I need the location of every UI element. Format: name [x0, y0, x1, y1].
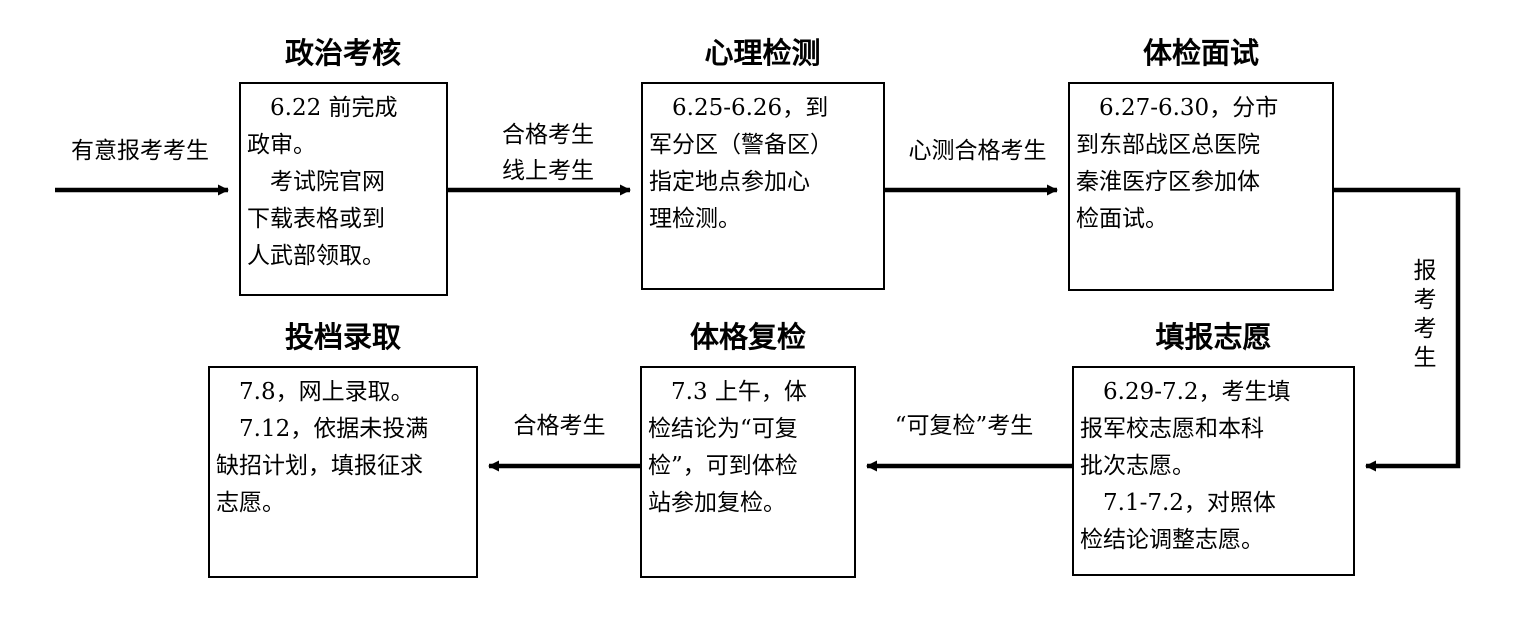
node-body-fill-application: 6.29-7.2，考生填 报军校志愿和本科 批次志愿。 7.1-7.2，对照体 …	[1080, 379, 1291, 553]
edge-label-qualified-candidates: 合格考生	[513, 413, 606, 439]
node-political-review: 6.22 前完成 政审。 考试院官网 下载表格或到 人武部领取。	[239, 82, 448, 296]
node-title-physical-exam-interview: 体检面试	[1142, 36, 1259, 70]
node-title-physical-recheck: 体格复检	[689, 320, 806, 354]
node-body-admission-enrollment: 7.8，网上录取。 7.12，依据未投满 缺招计划，填报征求 志愿。	[216, 379, 429, 516]
node-title-political-review: 政治考核	[284, 36, 401, 70]
node-psychological-test: 6.25-6.26，到 军分区（警备区） 指定地点参加心 理检测。	[641, 82, 885, 290]
node-title-psychological-test: 心理检测	[704, 36, 821, 70]
edge-label-applicant-candidates: 报考考生	[1409, 258, 1435, 374]
edge-label-recheckable-candidates: “可复检”考生	[894, 413, 1034, 439]
node-body-physical-recheck: 7.3 上午，体 检结论为“可复 检”，可到体检 站参加复检。	[648, 379, 807, 516]
node-physical-exam-interview: 6.27-6.30，分市 到东部战区总医院 秦淮医疗区参加体 检面试。	[1068, 82, 1334, 291]
node-title-admission-enrollment: 投档录取	[284, 320, 401, 354]
node-body-physical-exam-interview: 6.27-6.30，分市 到东部战区总医院 秦淮医疗区参加体 检面试。	[1076, 95, 1279, 232]
edge-label-intent-candidates: 有意报考考生	[71, 138, 209, 164]
node-admission-enrollment: 7.8，网上录取。 7.12，依据未投满 缺招计划，填报征求 志愿。	[208, 366, 478, 578]
edge-label-psych-qualified: 心测合格考生	[908, 138, 1047, 164]
node-physical-recheck: 7.3 上午，体 检结论为“可复 检”，可到体检 站参加复检。	[640, 366, 856, 578]
node-body-psychological-test: 6.25-6.26，到 军分区（警备区） 指定地点参加心 理检测。	[649, 95, 833, 232]
node-fill-application: 6.29-7.2，考生填 报军校志愿和本科 批次志愿。 7.1-7.2，对照体 …	[1072, 366, 1355, 576]
node-title-fill-application: 填报志愿	[1155, 320, 1272, 354]
edge-label-qualified-online: 合格考生 线上考生	[502, 122, 594, 184]
node-body-political-review: 6.22 前完成 政审。 考试院官网 下载表格或到 人武部领取。	[247, 95, 398, 269]
